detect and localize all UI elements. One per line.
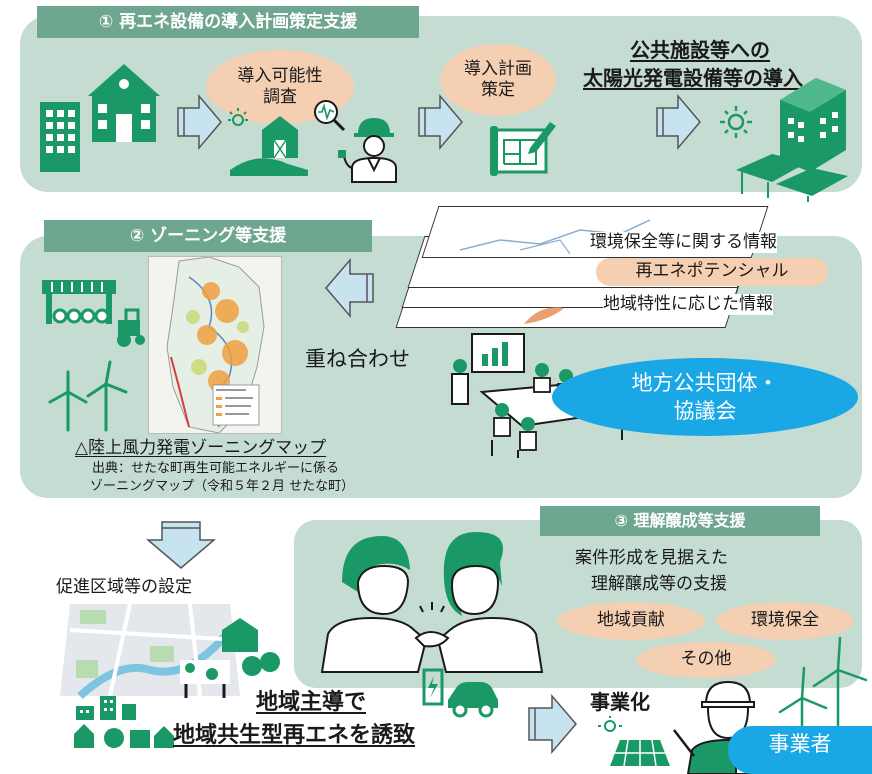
zoning-map: [148, 256, 282, 434]
source-line2: ゾーニングマップ（令和５年２月 せたな町）: [90, 479, 355, 494]
blueprint-icon: [490, 122, 556, 176]
layer-map-lines: [459, 219, 651, 255]
layer-accent: [524, 307, 564, 324]
arrow-right-3: [656, 93, 701, 151]
public-buildings-icon: [40, 64, 160, 172]
arrow-right-2: [418, 93, 463, 151]
section3-desc-line2: 理解醸成等の支援: [591, 574, 727, 594]
tag-environment: 環境保全: [716, 602, 854, 640]
arrow-right-bottom: [528, 693, 577, 755]
council-bubble: 地方公共団体・協議会: [552, 358, 858, 436]
ev-charging-icon: [422, 668, 498, 718]
promotion-area-label: 促進区域等の設定: [56, 577, 192, 597]
slogan-line2: 地域共生型再エネを誘致: [173, 723, 416, 748]
handshake-illustration: [320, 532, 544, 673]
goal-line2: 太陽光発電設備等の導入: [583, 66, 803, 90]
source-line1: 出典：せたな町再生可能エネルギーに係る: [92, 461, 340, 476]
section3-header: ③ 理解醸成等支援: [540, 506, 820, 536]
slogan-line1: 地域主導で: [256, 690, 367, 715]
map-caption: △陸上風力発電ゾーニングマップ: [75, 438, 327, 458]
bubble-survey-line1: 導入可能性: [237, 65, 323, 86]
overlay-label: 重ね合わせ: [305, 347, 410, 371]
solar-panel-icon: [598, 716, 670, 767]
section2-header: ② ゾーニング等支援: [44, 220, 372, 252]
arrow-down: [145, 521, 217, 569]
bubble-plan-formulation: 導入計画策定: [440, 44, 556, 116]
solar-building-icon: [720, 78, 848, 202]
goal-line1: 公共施設等への: [630, 38, 770, 62]
commercialization-label: 事業化: [590, 690, 650, 714]
greenhouse-tractor-icon: [42, 280, 145, 347]
city-map-farm-icon: [60, 603, 280, 699]
bubble-survey-line2: 調査: [263, 87, 297, 107]
tag-others: その他: [636, 642, 776, 678]
operator-bubble: 事業者: [728, 726, 872, 774]
engineer-icon: [338, 118, 397, 183]
tag-regional-contribution: 地域貢献: [557, 602, 705, 640]
community-icon: [74, 696, 174, 748]
council-line2: 協議会: [673, 399, 737, 423]
layer-label-regional: 地域特性に応じた情報: [603, 294, 773, 316]
arrow-right-1: [177, 93, 222, 151]
operator-label: 事業者: [768, 732, 832, 756]
arrow-left-overlay: [325, 257, 374, 319]
section3-desc-line1: 案件形成を見据えた: [575, 548, 728, 568]
section1-header: ① 再エネ設備の導入計画策定支援: [37, 6, 419, 38]
bubble-plan-line1: 導入計画: [464, 58, 532, 79]
layer-label-potential: 再エネポテンシャル: [596, 258, 828, 286]
bubble-plan-line2: 策定: [481, 80, 515, 100]
wind-turbines-icon: [48, 360, 128, 432]
magnifier-icon: [314, 100, 346, 132]
layer-label-environment: 環境保全等に関する情報: [590, 232, 777, 254]
council-line1: 地方公共団体・: [631, 370, 779, 395]
barn-solar-icon: [228, 108, 308, 176]
